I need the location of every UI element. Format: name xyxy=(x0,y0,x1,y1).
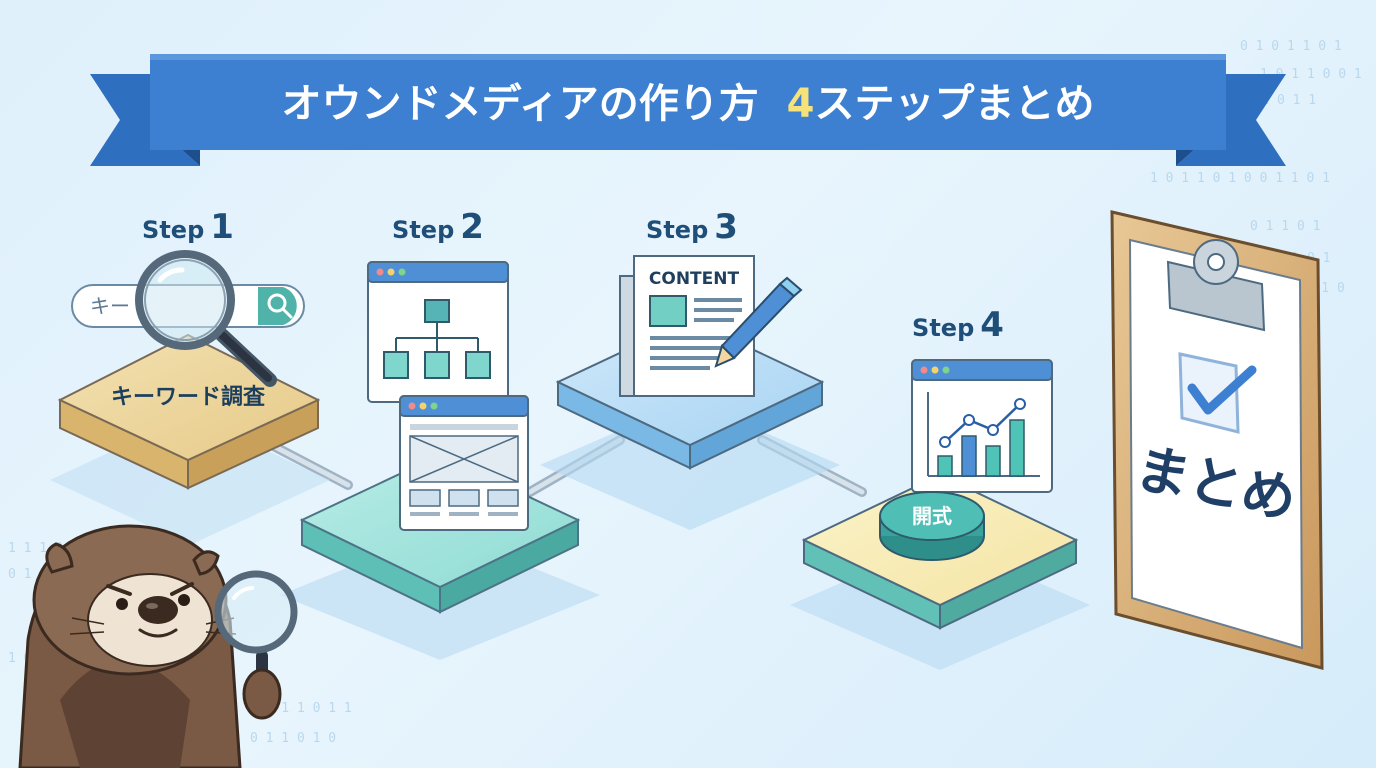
sitemap-window xyxy=(367,261,509,403)
svg-text:0 1 1 0 1: 0 1 1 0 1 xyxy=(1250,219,1320,234)
svg-text:1 0 1 1 0 0 1: 1 0 1 1 0 0 1 xyxy=(1260,67,1362,82)
banner-title: オウンドメディアの作り方 4ステップまとめ xyxy=(282,81,1095,127)
wireframe-window xyxy=(399,395,529,531)
otter-mascot xyxy=(18,524,298,768)
checkbox-icon xyxy=(1178,352,1257,434)
svg-text:0 1 1 0 1 0: 0 1 1 0 1 0 xyxy=(250,731,336,746)
clip-icon xyxy=(1166,239,1266,332)
analytics-window xyxy=(911,359,1053,493)
magnifier-icon xyxy=(135,250,277,387)
otter-magnifier-icon xyxy=(214,570,298,720)
search-text: キー xyxy=(90,294,130,318)
pen-icon xyxy=(714,276,803,368)
title-banner: オウンドメディアの作り方 4ステップまとめ xyxy=(90,54,1286,166)
summary-clipboard: まとめ xyxy=(1110,210,1324,670)
launch-button-label: 開式 xyxy=(912,504,952,528)
sitemap-icon xyxy=(383,299,491,379)
launch-button[interactable]: 開式 xyxy=(879,491,985,561)
content-doc-title: CONTENT xyxy=(649,269,740,289)
svg-text:1 0 1 1 0 1 0 0 1 1 0 1: 1 0 1 1 0 1 0 0 1 1 0 1 xyxy=(1150,171,1330,186)
step-1-platform: キーワード調査 xyxy=(57,333,321,490)
bar-chart-icon xyxy=(927,392,1040,477)
content-document: CONTENT xyxy=(619,255,755,397)
step-1-platform-label: キーワード調査 xyxy=(111,384,266,410)
svg-text:0 1 0 1 1 0 1: 0 1 0 1 1 0 1 xyxy=(1240,39,1342,54)
search-icon xyxy=(267,293,293,319)
